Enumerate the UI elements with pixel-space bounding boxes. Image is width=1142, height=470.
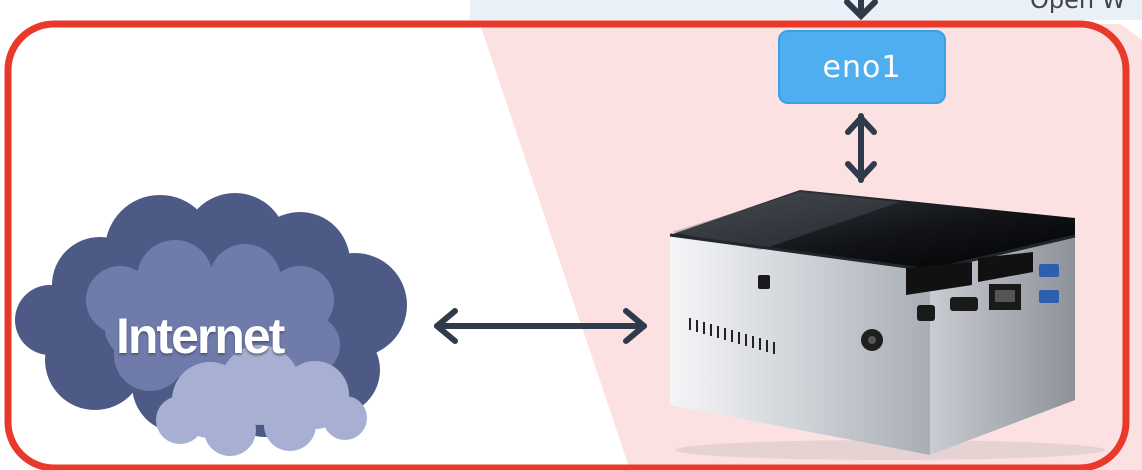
horizontal-double-arrow-icon xyxy=(434,308,647,344)
top-label: Open W xyxy=(1030,0,1126,14)
eno1-interface-box: eno1 xyxy=(778,30,946,104)
internet-label: Internet xyxy=(116,308,285,364)
vertical-double-arrow-icon xyxy=(845,113,877,183)
red-frame xyxy=(4,20,1130,470)
top-band xyxy=(470,0,1142,20)
mini-pc-icon xyxy=(669,190,1105,460)
cloud-icon xyxy=(15,193,407,456)
top-down-arrow-icon xyxy=(844,0,878,21)
eno1-label: eno1 xyxy=(822,49,902,85)
